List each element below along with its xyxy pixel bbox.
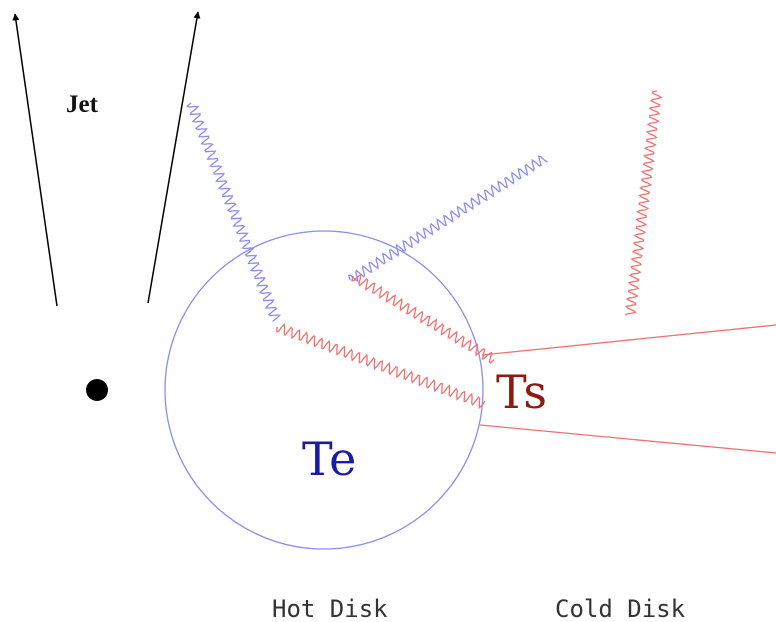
black-hole bbox=[86, 379, 108, 401]
te-label: Te bbox=[302, 432, 356, 486]
jet-arrow-right bbox=[148, 12, 198, 303]
red-photon-wave-3 bbox=[626, 91, 662, 315]
ts-label: Ts bbox=[496, 365, 547, 419]
cold-disk-upper-edge bbox=[482, 325, 776, 355]
cold-disk-lower-edge bbox=[480, 425, 776, 453]
cold-disk-label: Cold Disk bbox=[555, 595, 686, 622]
hot-disk-label: Hot Disk bbox=[272, 595, 388, 622]
red-photon-wave-1 bbox=[277, 324, 485, 407]
jet-arrow-left bbox=[15, 14, 57, 306]
blue-photon-wave-2 bbox=[349, 156, 548, 281]
jet-label: Jet bbox=[66, 91, 99, 118]
red-photon-wave-2 bbox=[352, 275, 494, 363]
